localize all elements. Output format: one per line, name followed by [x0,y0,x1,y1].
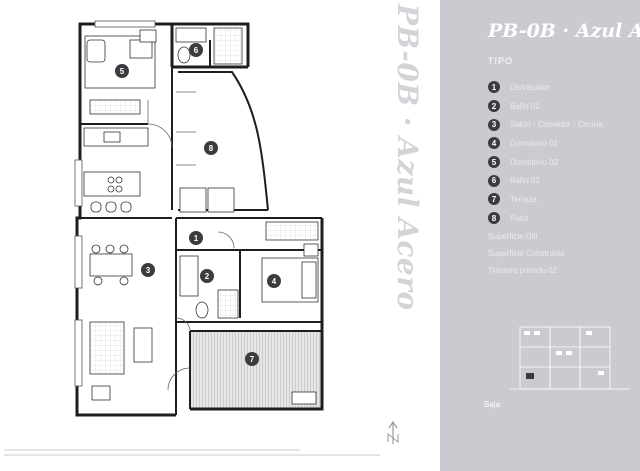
floor-plan: 1 2 3 4 5 6 7 8 [74,20,324,417]
legend-item: 6 Baño 02 [488,171,602,190]
legend-label: Baño 01 [510,101,540,111]
room-badge-6: 6 [189,43,203,57]
legend-item: 3 Salón - Comedor - Cocina [488,115,602,134]
vertical-title-watermark: PB-0B · Azul Acero [391,4,426,311]
room-badge-7: 7 [245,352,259,366]
vertical-title-text: PB-0B · Azul Acero [391,4,424,311]
unit-location-marker [526,373,534,379]
legend-item: 8 Patio [488,209,602,228]
surface-built: Superficie Construida [488,249,565,258]
room-badges: 1 2 3 4 5 6 7 8 [115,43,281,366]
legend-label: Patio [510,213,529,223]
bathroom-02-fixtures [175,27,243,65]
windows [74,20,156,387]
legend-number: 6 [488,174,500,187]
room-badge-8: 8 [204,141,218,155]
patio-furniture [179,187,235,213]
floor-label: Baja [484,400,501,409]
building-location-diagram [510,326,630,390]
doors [147,91,235,391]
bedroom-02-furniture [84,29,157,115]
legend-item: 1 Distribuidor [488,78,602,97]
unit-title: PB-0B · Azul Acero [488,20,640,42]
legend-item: 2 Baño 01 [488,97,602,116]
room-badge-1: 1 [189,231,203,245]
terrace-furniture [291,391,317,405]
legend-label: Dormitorio 01 [510,138,559,148]
legend-item: 5 Dormitorio 02 [488,153,602,172]
legend-label: Salón - Comedor - Cocina [510,120,603,130]
svg-text:3: 3 [146,266,151,275]
svg-text:8: 8 [209,144,214,153]
svg-text:2: 2 [205,272,210,281]
legend-number: 8 [488,212,500,225]
section-label: TIPO [488,56,514,66]
legend-label: Distribuidor [510,82,551,92]
legend-number: 2 [488,100,500,113]
svg-text:7: 7 [250,355,255,364]
legend-label: Baño 02 [510,176,540,186]
room-badge-3: 3 [141,263,155,277]
legend-item: 7 Terraza [488,190,602,209]
legend-number: 1 [488,81,500,94]
svg-text:4: 4 [272,277,277,286]
legend-number: 4 [488,137,500,150]
svg-text:1: 1 [194,234,199,243]
legend-item: 4 Dormitorio 01 [488,134,602,153]
svg-text:5: 5 [120,67,125,76]
storage-room: Trastero privado 02 [488,266,558,275]
legend-number: 7 [488,193,500,206]
room-badge-2: 2 [200,269,214,283]
legal-fine-print [0,447,430,463]
bedroom-01-furniture [261,221,319,303]
fine-print-lines [4,449,380,456]
surface-useful: Superficie Útil [488,232,538,241]
kitchen-furniture [83,127,149,213]
legend-number: 5 [488,156,500,169]
living-room-furniture [89,244,153,401]
room-badge-4: 4 [267,274,281,288]
legend-label: Dormitorio 02 [510,157,559,167]
north-arrow-icon [387,420,399,444]
surface-info: Superficie Útil Superficie Construida Tr… [488,232,564,283]
room-badge-5: 5 [115,64,129,78]
svg-text:6: 6 [194,46,199,55]
legend-label: Terraza [510,194,537,204]
bathroom-01-fixtures [179,255,239,319]
legend-number: 3 [488,118,500,131]
room-legend: 1 Distribuidor 2 Baño 01 3 Salón - Comedor … [488,78,602,228]
